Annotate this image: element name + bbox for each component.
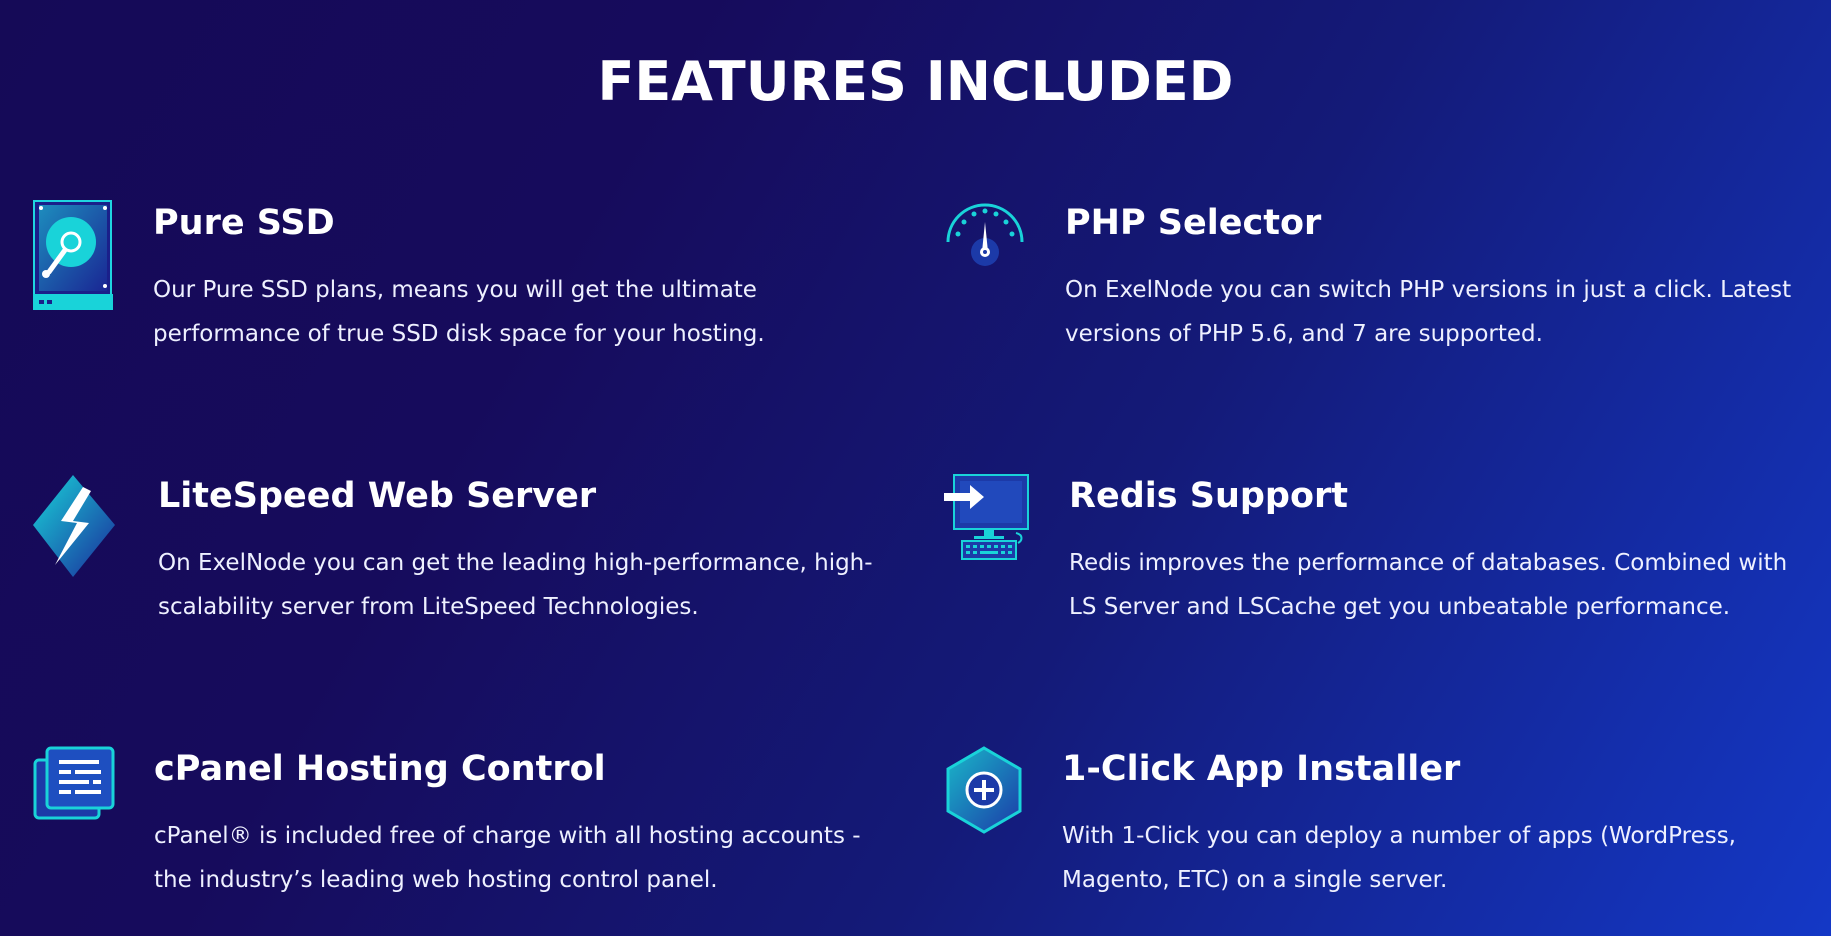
feature-description-line: scalability server from LiteSpeed Techno… bbox=[158, 594, 699, 620]
feature-pure-ssd: Pure SSD Our Pure SSD plans, means you w… bbox=[33, 200, 893, 380]
feature-title: cPanel Hosting Control bbox=[154, 749, 606, 789]
feature-title: Redis Support bbox=[1069, 476, 1349, 516]
computer-arrow-icon bbox=[944, 473, 1034, 588]
feature-title: 1-Click App Installer bbox=[1062, 749, 1461, 789]
feature-description-line: On ExelNode you can switch PHP versions … bbox=[1065, 277, 1792, 303]
feature-description: Our Pure SSD plans, means you will get t… bbox=[153, 268, 893, 356]
feature-description-line: Our Pure SSD plans, means you will get t… bbox=[153, 277, 757, 303]
feature-description-line: LS Server and LSCache get you unbeatable… bbox=[1069, 594, 1731, 620]
feature-description: cPanel® is included free of charge with … bbox=[154, 814, 894, 902]
feature-php-selector: PHP Selector On ExelNode you can switch … bbox=[944, 200, 1804, 380]
feature-title: LiteSpeed Web Server bbox=[158, 476, 597, 516]
page-title: FEATURES INCLUDED bbox=[597, 50, 1234, 114]
feature-description-line: On ExelNode you can get the leading high… bbox=[158, 550, 873, 576]
feature-litespeed: LiteSpeed Web Server On ExelNode you can… bbox=[33, 473, 893, 653]
feature-description: On ExelNode you can get the leading high… bbox=[158, 541, 898, 629]
feature-description-line: versions of PHP 5.6, and 7 are supported… bbox=[1065, 321, 1543, 347]
feature-one-click-installer: 1-Click App Installer With 1-Click you c… bbox=[944, 746, 1804, 926]
feature-description: With 1-Click you can deploy a number of … bbox=[1062, 814, 1822, 902]
feature-description-line: Redis improves the performance of databa… bbox=[1069, 550, 1788, 576]
lightning-bolt-icon bbox=[33, 473, 123, 588]
feature-description-line: the industry’s leading web hosting contr… bbox=[154, 867, 718, 893]
hexagon-plus-icon bbox=[944, 746, 1034, 861]
feature-title: Pure SSD bbox=[153, 203, 335, 243]
feature-description-line: With 1-Click you can deploy a number of … bbox=[1062, 823, 1736, 849]
speedometer-icon bbox=[944, 200, 1034, 315]
feature-description-line: cPanel® is included free of charge with … bbox=[154, 823, 861, 849]
feature-description-line: performance of true SSD disk space for y… bbox=[153, 321, 765, 347]
feature-description-line: Magento, ETC) on a single server. bbox=[1062, 867, 1448, 893]
feature-title: PHP Selector bbox=[1065, 203, 1322, 243]
control-panel-icon bbox=[33, 746, 123, 861]
feature-cpanel: cPanel Hosting Control cPanel® is includ… bbox=[33, 746, 893, 926]
ssd-drive-icon bbox=[33, 200, 123, 315]
feature-description: Redis improves the performance of databa… bbox=[1069, 541, 1829, 629]
feature-description: On ExelNode you can switch PHP versions … bbox=[1065, 268, 1825, 356]
feature-redis: Redis Support Redis improves the perform… bbox=[944, 473, 1804, 653]
